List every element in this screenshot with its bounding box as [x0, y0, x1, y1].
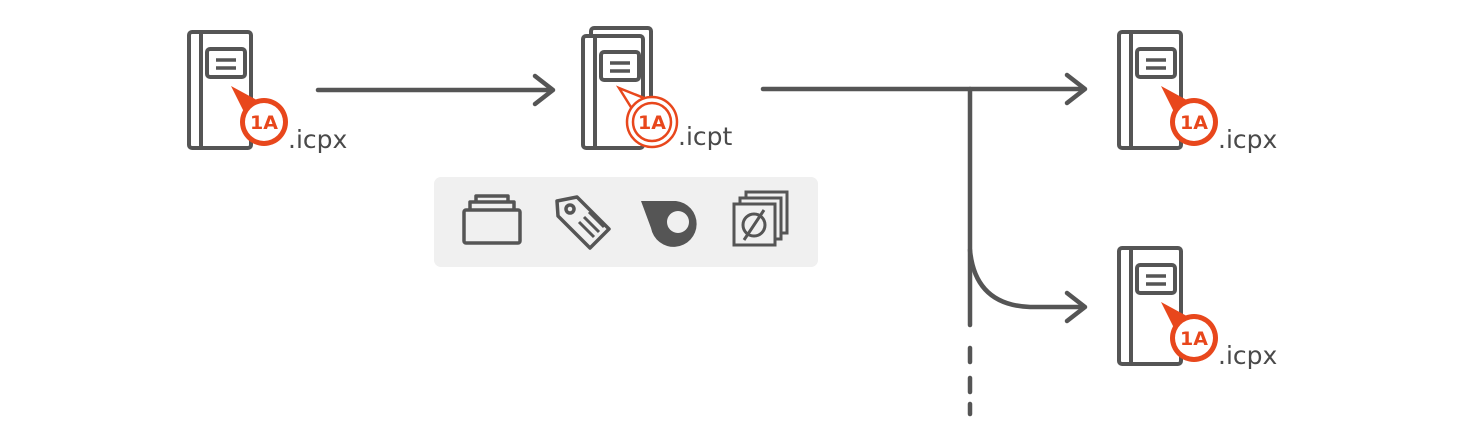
badge-pin-outline: 1A	[615, 85, 679, 149]
swatch-icon	[641, 201, 697, 247]
badge-label: 1A	[250, 112, 278, 134]
output-document-2: 1A .icpx	[1117, 246, 1277, 370]
badge-pin: 1A	[231, 86, 288, 146]
template-contents-panel	[434, 177, 818, 267]
source-document: 1A .icpx	[187, 30, 347, 154]
empty-stack-icon	[732, 190, 789, 247]
template-document: 1A .icpt	[581, 26, 733, 151]
badge-label: 1A	[638, 112, 666, 134]
badge-pin: 1A	[1161, 86, 1218, 146]
file-extension: .icpt	[678, 122, 733, 151]
arrow-source-to-template	[315, 73, 556, 107]
file-extension: .icpx	[1218, 341, 1277, 370]
badge-label: 1A	[1180, 112, 1208, 134]
output-document-1: 1A .icpx	[1117, 30, 1277, 154]
tray-icon	[462, 194, 522, 245]
branch-connector	[760, 72, 1088, 417]
tag-icon	[555, 195, 611, 250]
badge-label: 1A	[1180, 328, 1208, 350]
file-extension: .icpx	[1218, 125, 1277, 154]
badge-pin: 1A	[1161, 302, 1218, 362]
file-extension: .icpx	[288, 125, 347, 154]
